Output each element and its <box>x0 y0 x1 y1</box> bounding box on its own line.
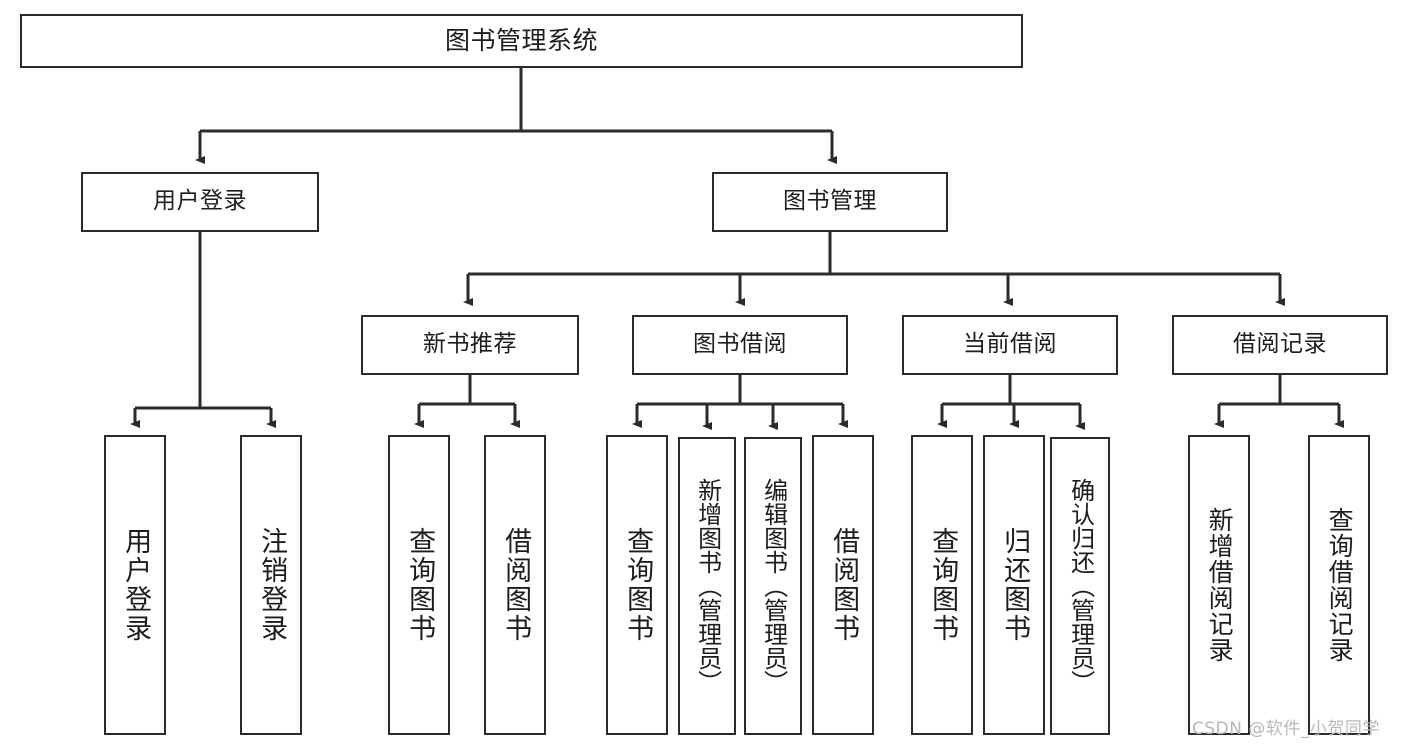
node-current-borrow-label: 当前借阅 <box>963 331 1057 358</box>
node-borrow-records-label: 借阅记录 <box>1233 331 1327 358</box>
leaf-return-books-label: 归还图书 <box>999 527 1031 643</box>
node-root-label: 图书管理系统 <box>444 26 598 56</box>
leaf-query-books-1[interactable]: 查询图书 <box>388 435 450 735</box>
csdn-watermark: CSDN @软件_小贺同学 <box>1192 719 1380 739</box>
leaf-user-login[interactable]: 用户登录 <box>104 435 166 735</box>
leaf-query-books-1-label: 查询图书 <box>404 527 436 643</box>
leaf-query-books-2-label: 查询图书 <box>622 527 654 643</box>
leaf-edit-book[interactable]: 编辑图书（管理员） <box>744 437 802 735</box>
leaf-query-record[interactable]: 查询借阅记录 <box>1308 435 1370 735</box>
leaf-confirm-return-label: 确认归还（管理员） <box>1066 478 1095 694</box>
leaf-return-books[interactable]: 归还图书 <box>983 435 1045 735</box>
node-book-management-label: 图书管理 <box>783 188 877 215</box>
node-borrow-records[interactable]: 借阅记录 <box>1172 315 1388 375</box>
node-current-borrow[interactable]: 当前借阅 <box>902 315 1118 375</box>
leaf-query-books-2[interactable]: 查询图书 <box>606 435 668 735</box>
leaf-borrow-books-2[interactable]: 借阅图书 <box>812 435 874 735</box>
leaf-borrow-books-2-label: 借阅图书 <box>828 527 860 643</box>
leaf-add-book[interactable]: 新增图书（管理员） <box>678 437 736 735</box>
node-user-login-label: 用户登录 <box>153 188 247 215</box>
leaf-confirm-return[interactable]: 确认归还（管理员） <box>1050 437 1110 735</box>
node-root[interactable]: 图书管理系统 <box>20 14 1023 68</box>
node-book-borrow-label: 图书借阅 <box>693 331 787 358</box>
leaf-query-books-3[interactable]: 查询图书 <box>911 435 973 735</box>
leaf-logout-label: 注销登录 <box>256 527 288 643</box>
leaf-user-login-label: 用户登录 <box>120 527 152 643</box>
node-new-book-recommend[interactable]: 新书推荐 <box>361 315 579 375</box>
node-user-login[interactable]: 用户登录 <box>81 172 319 232</box>
leaf-query-books-3-label: 查询图书 <box>927 527 959 643</box>
leaf-add-record-label: 新增借阅记录 <box>1205 507 1235 663</box>
leaf-logout[interactable]: 注销登录 <box>240 435 302 735</box>
leaf-borrow-books-1-label: 借阅图书 <box>500 527 532 643</box>
leaf-borrow-books-1[interactable]: 借阅图书 <box>484 435 546 735</box>
leaf-add-book-label: 新增图书（管理员） <box>693 478 722 694</box>
leaf-edit-book-label: 编辑图书（管理员） <box>759 478 788 694</box>
leaf-query-record-label: 查询借阅记录 <box>1325 507 1355 663</box>
node-new-book-recommend-label: 新书推荐 <box>423 331 517 358</box>
node-book-management[interactable]: 图书管理 <box>712 172 948 232</box>
leaf-add-record[interactable]: 新增借阅记录 <box>1188 435 1250 735</box>
node-book-borrow[interactable]: 图书借阅 <box>632 315 848 375</box>
